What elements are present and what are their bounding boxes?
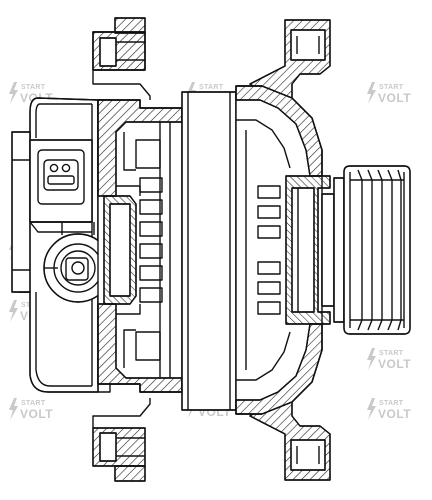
watermark-line2: VOLT [378,91,411,105]
serpentine-pulley [343,165,411,335]
top-left-mounting-bolt [92,17,151,100]
watermark-line1: START [21,400,46,407]
stator-core [181,91,237,411]
rear-housing [97,99,183,393]
shaft-spacer [321,177,345,323]
lightning-bolt-icon [367,82,376,104]
front-housing [235,85,331,415]
watermark-line1: START [199,84,224,91]
lightning-bolt-icon [9,398,18,420]
watermark-line1: START [379,400,404,407]
lightning-bolt-icon [9,300,18,322]
bottom-right-mounting-ear [249,401,331,481]
top-right-mounting-ear [249,19,331,99]
watermark-line2: VOLT [378,357,411,371]
watermark-line1: START [379,350,404,357]
watermark-line1: START [21,84,46,91]
lightning-bolt-icon [367,348,376,370]
lightning-bolt-icon [9,82,18,104]
bottom-left-mounting-bolt [92,398,151,482]
watermark-line2: VOLT [20,407,53,421]
watermark-line1: START [379,84,404,91]
connector-plug [11,131,93,293]
lightning-bolt-icon [367,398,376,420]
watermark-line2: VOLT [378,407,411,421]
